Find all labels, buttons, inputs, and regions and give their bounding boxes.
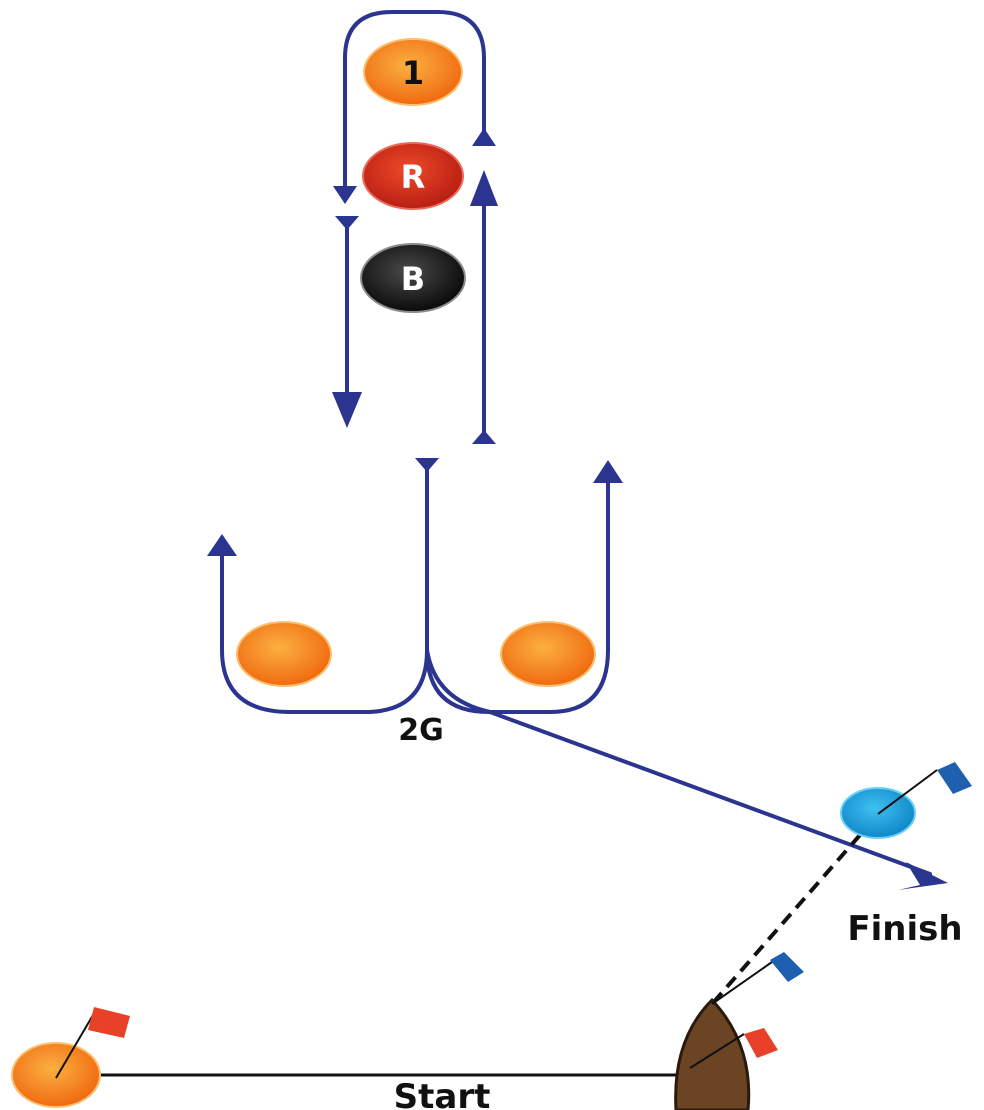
arrowhead-up: [207, 534, 237, 556]
flag-icon: [770, 952, 804, 982]
gate-mark-right: [500, 621, 596, 687]
route-to-finish: [425, 648, 932, 876]
arrowhead-up: [470, 170, 498, 206]
route-gate-right: [425, 478, 610, 714]
start-pin-mark: [11, 1042, 101, 1108]
mark-1-label: 1: [402, 54, 424, 92]
mark-1: [363, 38, 463, 106]
gate-label: 2G: [398, 713, 444, 748]
flag-icon: [937, 762, 972, 794]
finish-line: [710, 833, 862, 1006]
rounding-mark-b: [360, 243, 466, 313]
start-label: Start: [394, 1077, 491, 1110]
flag-icon: [877, 769, 938, 815]
flag-icon: [55, 1009, 97, 1079]
tail-marker: [335, 216, 359, 230]
route-gate-left: [220, 464, 429, 714]
arrowhead-down: [333, 186, 357, 204]
flag-icon: [689, 1033, 745, 1069]
tail-marker: [472, 430, 496, 444]
arrowhead-finish: [898, 862, 948, 890]
arrowhead-up: [472, 128, 496, 146]
flag-icon: [88, 1007, 130, 1038]
arrowhead-down: [332, 392, 362, 428]
finish-label: Finish: [847, 909, 962, 949]
arrowhead-up: [593, 460, 623, 483]
route-top-loop: [343, 10, 486, 192]
gate-mark-left: [236, 621, 332, 687]
flag-icon: [711, 961, 773, 1005]
rounding-mark-r-label: R: [401, 158, 426, 196]
rounding-mark-b-label: B: [401, 260, 425, 298]
flag-icon: [744, 1028, 778, 1058]
rounding-mark-r: [362, 142, 464, 210]
